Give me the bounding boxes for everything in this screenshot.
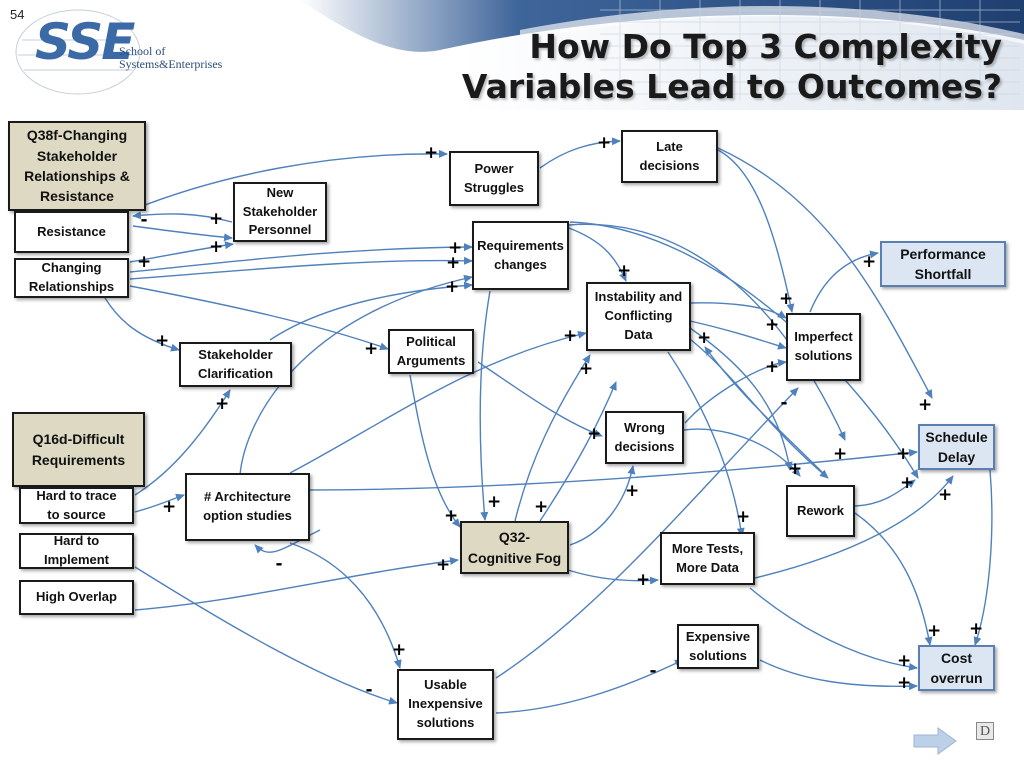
sign-plus: + bbox=[862, 252, 877, 272]
sign-plus: + bbox=[697, 328, 712, 348]
sign-plus: + bbox=[625, 481, 640, 501]
sign-plus: + bbox=[446, 253, 461, 273]
sign-plus: + bbox=[444, 506, 459, 526]
sign-plus: + bbox=[424, 143, 439, 163]
node-resistance: Resistance bbox=[14, 211, 129, 253]
sign-plus: + bbox=[779, 289, 794, 309]
nav-d-button[interactable]: D bbox=[976, 722, 994, 740]
node-changing-relationships: Changing Relationships bbox=[14, 258, 129, 298]
sign-plus: + bbox=[765, 315, 780, 335]
sign-plus: + bbox=[788, 459, 803, 479]
sign-plus: + bbox=[137, 252, 152, 272]
node-q38f: Q38f-Changing Stakeholder Relationships … bbox=[8, 121, 146, 211]
connector-arrows bbox=[104, 137, 993, 714]
node-political-arguments: Political Arguments bbox=[388, 329, 474, 374]
node-performance-shortfall: Performance Shortfall bbox=[880, 241, 1006, 287]
node-wrong-decisions: Wrong decisions bbox=[605, 411, 684, 464]
node-cost-overrun: Cost overrun bbox=[918, 645, 995, 691]
sign-plus: + bbox=[897, 651, 912, 671]
node-instability: Instability and Conflicting Data bbox=[586, 282, 691, 351]
sign-plus: + bbox=[897, 673, 912, 693]
node-high-overlap: High Overlap bbox=[19, 580, 134, 615]
sign-plus: + bbox=[918, 395, 933, 415]
right-arrow-icon[interactable] bbox=[912, 726, 958, 756]
sign-minus: - bbox=[365, 680, 373, 700]
sign-plus: + bbox=[597, 133, 612, 153]
node-schedule-delay: Schedule Delay bbox=[918, 424, 995, 470]
node-late-decisions: Late decisions bbox=[621, 130, 718, 183]
sign-plus: + bbox=[215, 394, 230, 414]
sign-plus: + bbox=[636, 570, 651, 590]
node-more-tests: More Tests, More Data bbox=[660, 532, 755, 585]
sign-plus: + bbox=[587, 424, 602, 444]
node-requirements-changes: Requirements changes bbox=[472, 221, 569, 290]
sign-plus: + bbox=[487, 492, 502, 512]
sign-plus: + bbox=[833, 444, 848, 464]
sign-plus: + bbox=[969, 619, 984, 639]
slide-title: How Do Top 3 Complexity Variables Lead t… bbox=[461, 27, 1002, 106]
sign-plus: + bbox=[617, 261, 632, 281]
node-hard-to-trace: Hard to trace to source bbox=[19, 487, 134, 524]
node-q32: Q32- Cognitive Fog bbox=[460, 521, 569, 574]
header-grid bbox=[600, 0, 1020, 100]
sign-minus: - bbox=[275, 554, 283, 574]
sign-minus: - bbox=[649, 661, 657, 681]
sign-plus: + bbox=[392, 640, 407, 660]
node-expensive-solutions: Expensive solutions bbox=[677, 624, 759, 669]
sign-plus: + bbox=[896, 444, 911, 464]
node-stakeholder-clarification: Stakeholder Clarification bbox=[179, 342, 292, 387]
sign-plus: + bbox=[445, 277, 460, 297]
logo-globe-icon bbox=[15, 9, 141, 95]
node-usable-inexpensive: Usable Inexpensive solutions bbox=[397, 669, 494, 740]
node-new-stakeholder: New Stakeholder Personnel bbox=[233, 182, 327, 242]
sign-plus: + bbox=[448, 238, 463, 258]
sign-plus: + bbox=[436, 555, 451, 575]
sign-plus: + bbox=[927, 621, 942, 641]
node-hard-to-implement: Hard to Implement bbox=[19, 533, 134, 569]
node-power-struggles: Power Struggles bbox=[449, 151, 539, 206]
sign-plus: + bbox=[765, 357, 780, 377]
sign-plus: + bbox=[579, 359, 594, 379]
node-rework: Rework bbox=[786, 485, 855, 537]
sign-plus: + bbox=[563, 326, 578, 346]
sign-plus: + bbox=[736, 507, 751, 527]
slide-number: 54 bbox=[10, 7, 25, 22]
node-q16d: Q16d-Difficult Requirements bbox=[12, 412, 145, 487]
logo-initials: SSE bbox=[35, 13, 135, 71]
sign-plus: + bbox=[900, 473, 915, 493]
sign-plus: + bbox=[364, 339, 379, 359]
logo-subtitle: School of Systems&Enterprises bbox=[119, 44, 223, 71]
sign-plus: + bbox=[209, 209, 224, 229]
sign-plus: + bbox=[938, 485, 953, 505]
sign-minus: - bbox=[780, 393, 788, 413]
node-architecture-studies: # Architecture option studies bbox=[185, 473, 310, 541]
sign-plus: + bbox=[155, 331, 170, 351]
node-imperfect-solutions: Imperfect solutions bbox=[786, 313, 861, 381]
sign-plus: + bbox=[209, 237, 224, 257]
sign-plus: + bbox=[162, 497, 177, 517]
sign-minus: - bbox=[140, 210, 148, 230]
sign-plus: + bbox=[534, 497, 549, 517]
